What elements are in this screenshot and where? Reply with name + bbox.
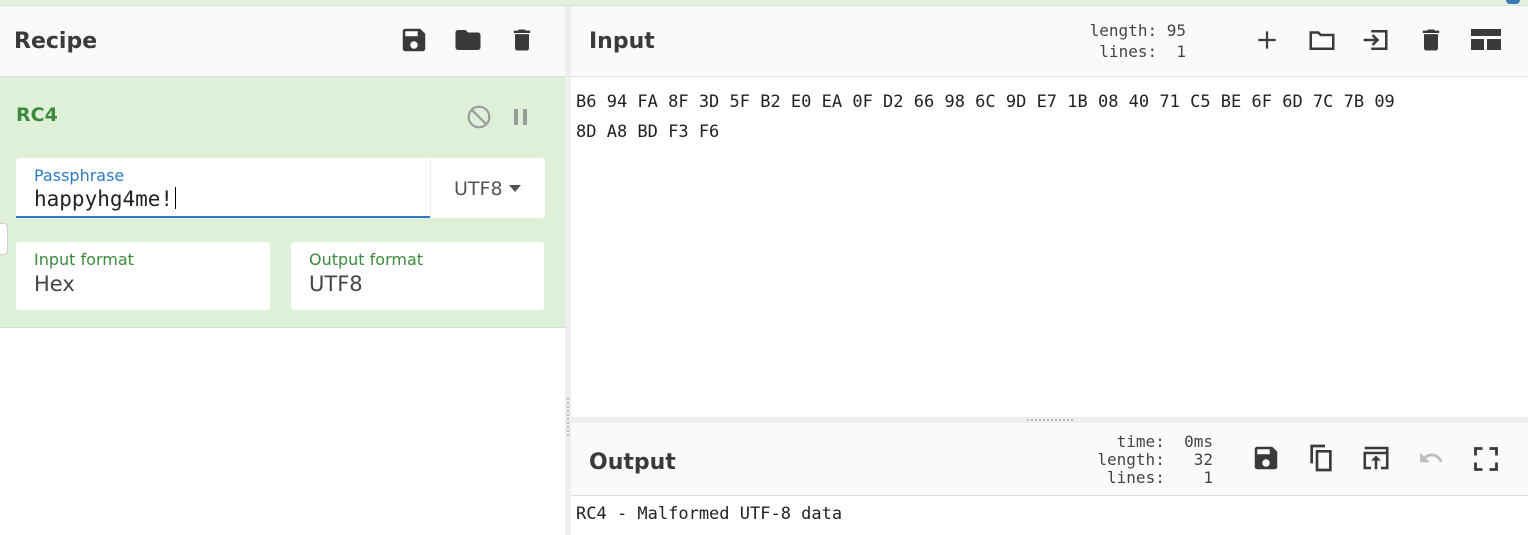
output-lines-label: lines: <box>1107 468 1165 487</box>
recipe-panel: Recipe RC4 Passphrase happyhg4me! UTF8 <box>0 6 565 535</box>
horizontal-resizer[interactable] <box>571 417 1528 423</box>
vertical-resizer[interactable] <box>565 6 571 535</box>
save-output-icon[interactable] <box>1251 443 1281 473</box>
output-length-value: 32 <box>1193 450 1213 469</box>
top-status-strip <box>0 0 1528 6</box>
output-textarea[interactable]: RC4 - Malformed UTF-8 data <box>571 496 1528 535</box>
add-icon[interactable] <box>1254 27 1280 53</box>
maximise-icon[interactable] <box>1472 445 1500 473</box>
passphrase-field: Passphrase happyhg4me! UTF8 <box>16 158 545 218</box>
open-folder-icon[interactable] <box>1305 25 1339 55</box>
top-strip-indicator <box>1506 0 1520 4</box>
output-time-label: time: <box>1116 432 1165 451</box>
input-header: Input length: 95 lines: 1 <box>571 6 1528 77</box>
passphrase-encoding-select[interactable]: UTF8 <box>454 178 521 200</box>
recipe-header: Recipe <box>0 6 565 77</box>
replace-input-icon[interactable] <box>1360 443 1392 473</box>
passphrase-label: Passphrase <box>34 166 125 185</box>
save-icon[interactable] <box>399 25 429 55</box>
output-stats: time: 0ms length: 32 lines: 1 <box>1088 433 1213 487</box>
input-title: Input <box>589 29 655 54</box>
chevron-down-icon <box>508 185 521 192</box>
encoding-value: UTF8 <box>454 178 503 200</box>
output-header: Output time: 0ms length: 32 lines: 1 <box>571 423 1528 496</box>
input-line-1: B6 94 FA 8F 3D 5F B2 E0 EA 0F D2 66 98 6… <box>576 92 1395 112</box>
layout-icon[interactable] <box>1470 27 1502 53</box>
operation-title: RC4 <box>16 104 58 126</box>
input-lines-value: 1 <box>1176 42 1186 61</box>
load-file-icon[interactable] <box>1358 25 1392 55</box>
input-length-value: 95 <box>1166 21 1186 40</box>
input-format-value: Hex <box>34 272 75 296</box>
input-text: B6 94 FA 8F 3D 5F B2 E0 EA 0F D2 66 98 6… <box>576 87 1516 147</box>
output-lines-value: 1 <box>1203 468 1213 487</box>
undo-icon[interactable] <box>1415 445 1447 471</box>
text-caret <box>175 187 177 209</box>
output-title: Output <box>589 450 676 475</box>
output-format-label: Output format <box>309 250 424 269</box>
copy-icon[interactable] <box>1305 441 1337 475</box>
output-format-value: UTF8 <box>309 272 363 296</box>
disable-icon[interactable] <box>466 104 492 130</box>
input-format-field[interactable]: Input format Hex <box>16 242 270 310</box>
input-length-label: length: <box>1089 21 1158 40</box>
input-line-2: 8D A8 BD F3 F6 <box>576 122 720 142</box>
passphrase-value: happyhg4me! <box>34 187 174 211</box>
input-textarea[interactable]: B6 94 FA 8F 3D 5F B2 E0 EA 0F D2 66 98 6… <box>571 77 1528 417</box>
recipe-title: Recipe <box>14 29 98 54</box>
output-length-label: length: <box>1097 450 1165 469</box>
focus-underline <box>16 216 430 218</box>
pause-icon[interactable] <box>511 106 531 128</box>
passphrase-input[interactable]: happyhg4me! <box>34 187 177 211</box>
side-tab-handle[interactable] <box>0 223 8 255</box>
clear-input-icon[interactable] <box>1417 25 1445 55</box>
input-stats: length: 95 lines: 1 <box>1076 20 1186 62</box>
output-text: RC4 - Malformed UTF-8 data <box>576 504 843 524</box>
rc4-operation: RC4 Passphrase happyhg4me! UTF8 Input fo… <box>0 77 565 328</box>
input-lines-label: lines: <box>1099 42 1158 61</box>
trash-icon[interactable] <box>508 25 536 55</box>
output-format-field[interactable]: Output format UTF8 <box>291 242 544 310</box>
folder-icon[interactable] <box>452 25 484 55</box>
output-time-value: 0ms <box>1184 432 1213 451</box>
input-format-label: Input format <box>34 250 134 269</box>
